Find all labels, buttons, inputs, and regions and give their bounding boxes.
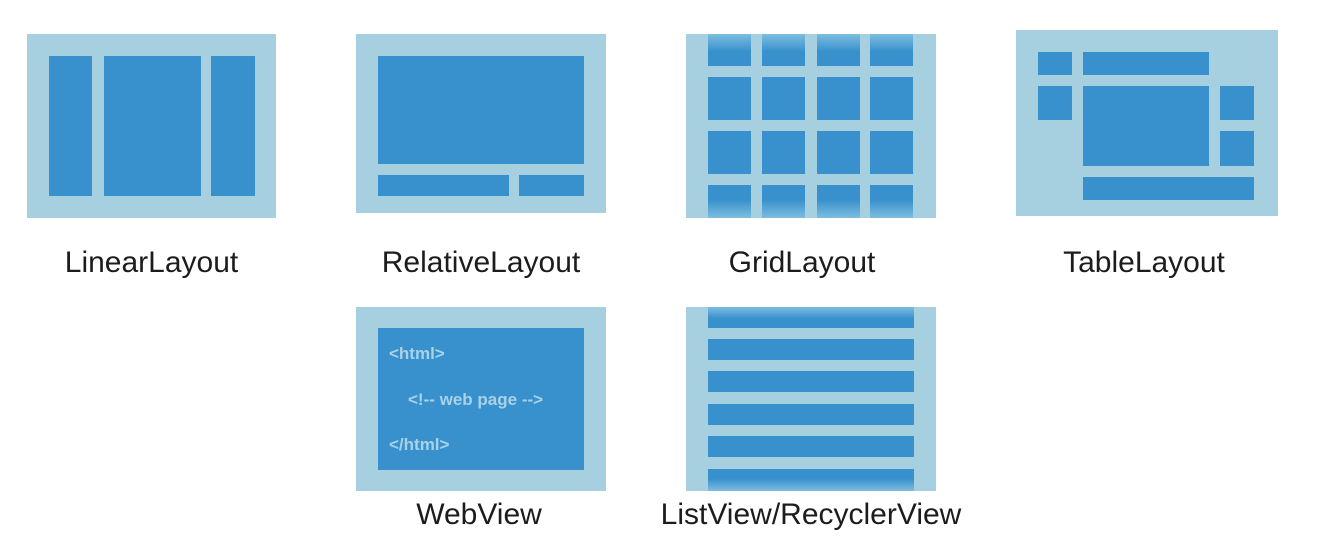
list-row xyxy=(708,339,914,360)
list-row xyxy=(708,371,914,392)
grid-cell xyxy=(708,185,751,218)
grid-cell xyxy=(762,185,805,218)
grid-layout-diagram xyxy=(686,34,936,218)
list-row xyxy=(708,436,914,457)
grid-cell xyxy=(870,185,913,218)
table-cell-right-bottom xyxy=(1220,131,1254,166)
linear-layout-label: LinearLayout xyxy=(64,246,239,279)
grid-cell xyxy=(762,131,805,174)
list-row xyxy=(708,404,914,425)
listview-diagram xyxy=(686,307,936,491)
linear-column-right xyxy=(211,56,255,196)
table-main-cell xyxy=(1083,86,1209,166)
grid-cell xyxy=(708,77,751,120)
table-layout-label: TableLayout xyxy=(1063,246,1225,279)
linear-column-center xyxy=(104,56,201,196)
grid-cell xyxy=(817,185,860,218)
listview-label: ListView/RecyclerView xyxy=(660,498,962,531)
grid-cell xyxy=(708,34,751,66)
webview-page-area: <html> <!-- web page --> </html> xyxy=(378,328,584,470)
webview-code-line-open: <html> xyxy=(389,344,445,363)
grid-cell xyxy=(817,77,860,120)
table-cell-mid-left xyxy=(1038,86,1072,120)
grid-cell xyxy=(762,34,805,66)
grid-cell xyxy=(817,34,860,66)
linear-column-left xyxy=(49,56,92,196)
list-row xyxy=(708,307,914,328)
grid-cell xyxy=(870,131,913,174)
table-layout-diagram xyxy=(1016,30,1278,216)
webview-label: WebView xyxy=(416,498,542,531)
grid-cell xyxy=(870,34,913,66)
relative-bottom-left-block xyxy=(378,175,509,196)
relative-layout-diagram xyxy=(356,34,606,213)
webview-diagram: <html> <!-- web page --> </html> xyxy=(356,307,606,491)
grid-cell xyxy=(762,77,805,120)
webview-code-line-close: </html> xyxy=(389,435,450,454)
list-row xyxy=(708,469,914,491)
grid-cell xyxy=(708,131,751,174)
grid-cell xyxy=(870,77,913,120)
relative-bottom-right-block xyxy=(519,175,584,196)
grid-layout-label: GridLayout xyxy=(728,246,876,279)
table-cell-right-top xyxy=(1220,86,1254,120)
table-header-bar xyxy=(1083,52,1209,75)
table-footer-bar xyxy=(1083,177,1254,200)
grid-cell xyxy=(817,131,860,174)
table-cell-top-left xyxy=(1038,52,1072,75)
relative-layout-label: RelativeLayout xyxy=(381,246,581,279)
linear-layout-diagram xyxy=(27,34,276,218)
webview-code-line-comment: <!-- web page --> xyxy=(408,390,544,409)
relative-main-block xyxy=(378,56,584,164)
